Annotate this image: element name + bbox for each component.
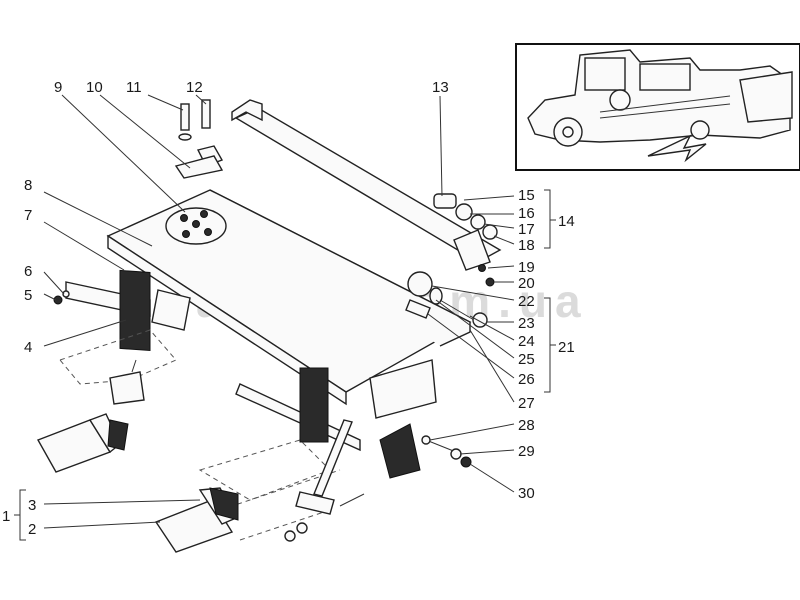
beam-mount-plate xyxy=(453,229,491,271)
callout-7: 7 xyxy=(24,207,32,224)
washer-bottom-2 xyxy=(296,522,308,534)
callout-4: 4 xyxy=(24,339,32,356)
platform-rim xyxy=(209,189,471,347)
bolt-28 xyxy=(421,435,431,445)
ring-17 xyxy=(470,214,486,230)
exploded-assembly xyxy=(36,99,502,553)
ring-24 xyxy=(472,312,488,328)
callout-30: 30 xyxy=(518,485,535,502)
callout-18: 18 xyxy=(518,237,535,254)
nut-20 xyxy=(485,277,495,287)
rubber-pad-left xyxy=(119,269,151,352)
callout-22: 22 xyxy=(518,293,535,310)
right-bracket xyxy=(369,359,437,419)
skid-plate-upper xyxy=(36,413,129,473)
bracket-left xyxy=(151,289,191,331)
washer-bottom xyxy=(284,530,296,542)
ring-23 xyxy=(429,287,443,305)
clamp-plate-10 xyxy=(174,155,224,179)
callout-14: 14 xyxy=(558,213,575,230)
leader-lines xyxy=(14,94,556,541)
callout-8: 8 xyxy=(24,177,32,194)
pointer-arrow-icon xyxy=(647,134,707,163)
nut-5 xyxy=(53,295,63,305)
callout-6: 6 xyxy=(24,263,32,280)
rod-foot-plate xyxy=(295,491,335,515)
callout-5: 5 xyxy=(24,287,32,304)
callout-9: 9 xyxy=(54,79,62,96)
bushing-15 xyxy=(433,193,457,209)
callout-24: 24 xyxy=(518,333,535,350)
callout-17: 17 xyxy=(518,221,535,238)
callout-labels: 9 10 11 12 13 8 7 6 5 4 15 16 17 18 14 1… xyxy=(2,79,575,538)
callout-16: 16 xyxy=(518,205,535,222)
callout-21: 21 xyxy=(558,339,575,356)
skid-plate-lower xyxy=(154,487,239,553)
callout-23: 23 xyxy=(518,315,535,332)
callout-12: 12 xyxy=(186,79,203,96)
callout-1: 1 xyxy=(2,508,10,525)
harvester-sketch-icon xyxy=(527,49,793,163)
rubber-pad-center xyxy=(299,367,329,443)
callout-25: 25 xyxy=(518,351,535,368)
callout-26: 26 xyxy=(518,371,535,388)
callout-10: 10 xyxy=(86,79,103,96)
beam-end-bracket xyxy=(231,99,263,122)
small-bracket-mid xyxy=(109,359,145,405)
plate-26 xyxy=(405,299,431,319)
nut-30 xyxy=(460,456,472,468)
bolt-12 xyxy=(196,99,224,167)
washer-19 xyxy=(478,264,486,272)
callout-15: 15 xyxy=(518,187,535,204)
ring-16 xyxy=(455,203,473,221)
callout-20: 20 xyxy=(518,275,535,292)
callout-2: 2 xyxy=(28,521,36,538)
callout-3: 3 xyxy=(28,497,36,514)
harvester-inset xyxy=(515,43,800,171)
callout-13: 13 xyxy=(432,79,449,96)
washer-29 xyxy=(450,448,462,460)
ring-18 xyxy=(482,224,498,240)
callout-19: 19 xyxy=(518,259,535,276)
platform-edge xyxy=(107,234,347,406)
callout-27: 27 xyxy=(518,395,535,412)
washer-6 xyxy=(62,290,70,298)
callout-29: 29 xyxy=(518,443,535,460)
callout-11: 11 xyxy=(126,79,142,96)
bolt-11 xyxy=(178,103,192,141)
callout-28: 28 xyxy=(518,417,535,434)
bushing-22 xyxy=(407,271,433,297)
foot-bracket xyxy=(379,423,421,479)
support-rod xyxy=(313,419,353,497)
